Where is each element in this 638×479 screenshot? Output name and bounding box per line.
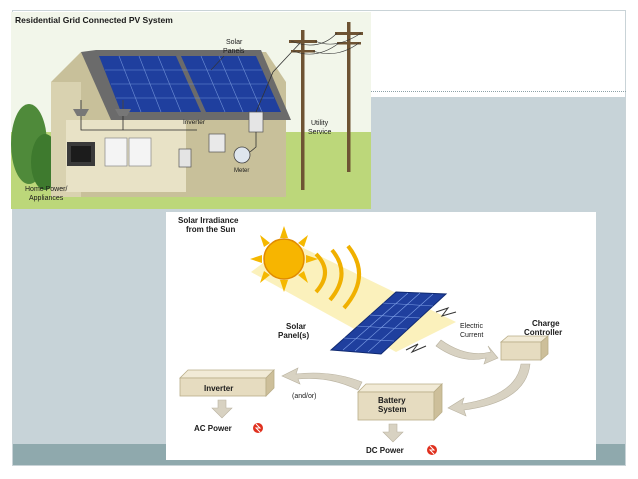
slide-frame xyxy=(12,10,626,466)
utility-service-label-line2: Service xyxy=(308,129,331,136)
meter-label: Meter xyxy=(234,168,249,174)
utility-pole-left xyxy=(301,30,305,190)
inverter-label: Inverter xyxy=(183,119,206,126)
svg-text:Solar Panels: Solar Panels xyxy=(223,39,245,55)
utility-pole-right xyxy=(347,22,351,172)
home-power-label-line1: Home Power/ xyxy=(25,186,67,193)
grid-diagram-title: Residential Grid Connected PV System xyxy=(15,15,173,25)
svg-text:Solar Irradiance from th: Solar Irradiance from the Sun xyxy=(178,216,241,234)
utility-service-label-line1: Utility xyxy=(311,120,329,127)
electric-current-label-line2: Current xyxy=(460,332,483,339)
dc-power-label: DC Power xyxy=(366,446,404,455)
solar-panel-array xyxy=(329,291,448,355)
solar-panels-label-line1: Solar xyxy=(226,39,243,46)
washer-appliance xyxy=(104,137,128,167)
solar-panels-label-line1: Solar xyxy=(286,322,306,331)
inverter-box xyxy=(208,133,226,153)
svg-text:Utility Service: Utility Service xyxy=(308,120,331,136)
battery-label-line2: System xyxy=(378,405,406,414)
svg-text:Home Power/ Appliances: Home Power/ Appliances xyxy=(25,186,69,202)
and-or-label: (and/or) xyxy=(292,393,317,400)
svg-text:Solar Panel(s): Solar Panel(s) xyxy=(278,322,309,340)
svg-text:Charge Controller: Charge Controller xyxy=(524,319,562,337)
sun-caption-line2: from the Sun xyxy=(186,225,235,234)
ac-power-icon xyxy=(253,423,263,433)
svg-text:Electric Current: Electric Current xyxy=(460,323,485,339)
svg-text:Battery System: Battery System xyxy=(378,396,408,414)
charge-controller-label-line1: Charge xyxy=(532,319,560,328)
sun-icon xyxy=(250,226,318,292)
dryer-appliance xyxy=(128,137,152,167)
ac-power-label: AC Power xyxy=(194,424,232,433)
charge-controller-box xyxy=(499,335,550,361)
electric-current-label-line1: Electric xyxy=(460,323,483,330)
inverter-box xyxy=(179,369,275,397)
solar-panels-label-line2: Panel(s) xyxy=(278,331,309,340)
battery-label-line1: Battery xyxy=(378,396,406,405)
dc-power-icon xyxy=(427,445,437,455)
battery-system-box xyxy=(357,383,443,421)
battery-pv-system-diagram: Solar Irradiance from the Sun Solar Pane… xyxy=(166,212,596,460)
sun-caption-line1: Solar Irradiance xyxy=(178,216,239,225)
inverter-label: Inverter xyxy=(204,384,233,393)
charge-controller-label-line2: Controller xyxy=(524,328,562,337)
solar-panels-label-line2: Panels xyxy=(223,48,245,55)
meter-dial xyxy=(233,146,251,164)
grid-connected-pv-diagram: Residential Grid Connected PV System xyxy=(11,12,371,209)
breaker-panel xyxy=(178,148,192,168)
home-power-label-line2: Appliances xyxy=(29,195,64,202)
header-divider xyxy=(370,91,626,92)
